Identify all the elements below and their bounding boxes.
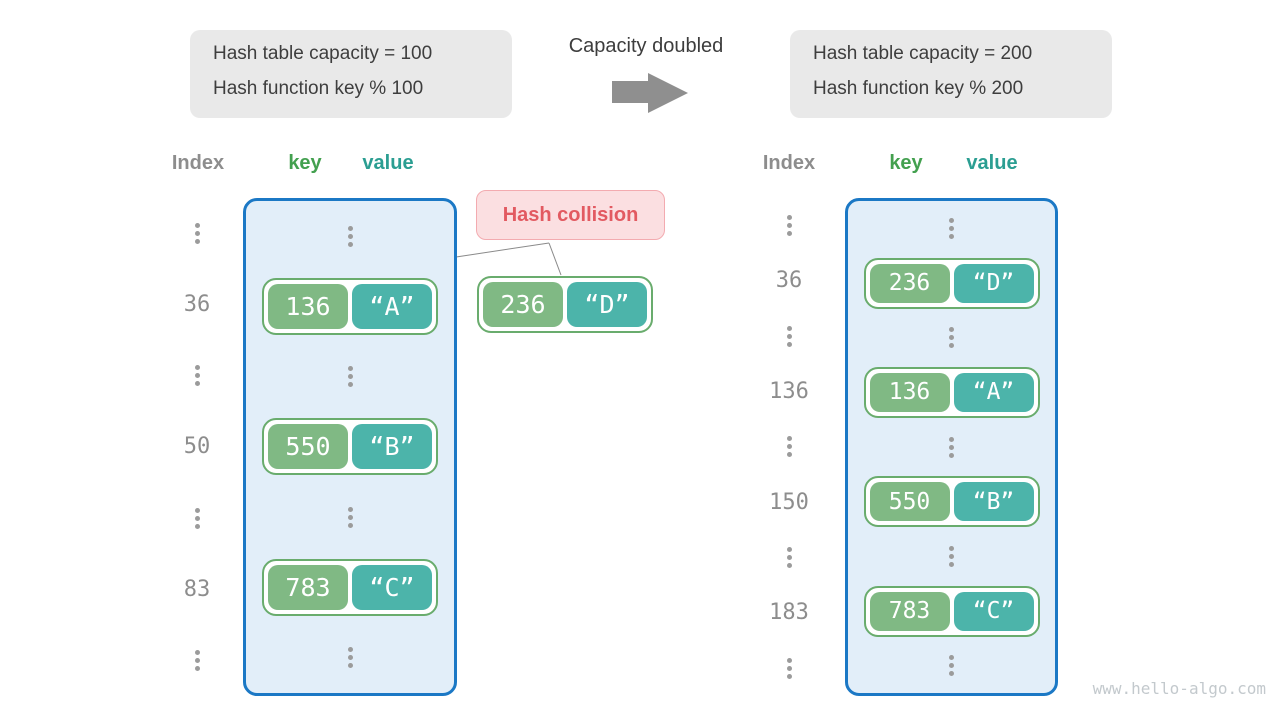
ellipsis-icon [949,217,954,239]
index-ellipsis [747,641,831,696]
ellipsis-icon [786,215,792,237]
index-ellipsis [747,419,831,474]
key-cell: 136 [268,283,348,329]
bucket-ellipsis [848,529,1055,584]
bucket-row: 783 “C” [246,552,454,622]
bucket-row: 236 “D” [848,256,1055,311]
index-ellipsis [155,483,239,554]
key-cell: 550 [869,482,950,522]
value-cell: “A” [352,283,432,329]
bucket-row: 136 “A” [246,271,454,341]
ellipsis-icon [194,507,200,529]
key-cell: 550 [268,424,348,470]
ellipsis-icon [786,657,792,679]
column-header-index-left: Index [171,152,225,174]
ellipsis-icon [194,223,200,245]
value-cell: “C” [352,565,432,611]
kv-pair: 236 “D” [477,276,653,333]
key-cell: 783 [268,565,348,611]
ellipsis-icon [194,649,200,671]
index-label: 83 [183,576,211,602]
bucket-row: 550 “B” [246,412,454,482]
colliding-pair-container: 236 “D” [477,276,653,333]
value-cell: “D” [953,263,1034,303]
hash-function-line: Hash function key % 100 [213,78,424,99]
ellipsis-icon [786,547,792,569]
value-cell: “A” [953,372,1034,412]
index-label: 183 [769,600,809,626]
index-label: 36 [183,292,211,318]
collision-line-right [548,242,562,276]
index-label: 36 [775,268,803,294]
capacity-info-box-before: Hash table capacity = 100 Hash function … [190,30,512,118]
key-cell: 236 [869,263,950,303]
ellipsis-icon [347,647,353,669]
column-header-key-left: key [288,152,322,174]
bucket-ellipsis [848,420,1055,475]
bucket-ellipsis [848,310,1055,365]
bucket-row: 136 “A” [848,365,1055,420]
transition-label: Capacity doubled [568,35,724,57]
column-header-index-right: Index [762,152,816,174]
bucket-ellipsis [246,482,454,552]
index-label: 50 [183,434,211,460]
key-cell: 236 [483,282,563,327]
column-header-value-left: value [362,152,414,174]
ellipsis-icon [347,366,353,388]
kv-pair: 783 “C” [863,585,1040,637]
capacity-line: Hash table capacity = 200 [813,43,1033,64]
hash-table-panel-before: 136 “A” 550 “B” 783 “C” [243,198,457,696]
index-label: 150 [769,489,809,515]
ellipsis-icon [949,655,954,677]
hash-collision-callout: Hash collision [476,190,665,240]
index-column-left: 36 50 83 [155,198,239,696]
watermark: www.hello-algo.com [1092,679,1266,698]
kv-pair: 136 “A” [863,366,1040,418]
key-cell: 136 [869,372,950,412]
column-header-key-right: key [889,152,923,174]
bucket-ellipsis [246,201,454,271]
index-ellipsis [747,309,831,364]
ellipsis-icon [194,365,200,387]
bucket-ellipsis [848,638,1055,693]
hash-function-line: Hash function key % 200 [813,78,1024,99]
capacity-line: Hash table capacity = 100 [213,43,433,64]
kv-pair: 236 “D” [863,257,1040,309]
bucket-row: 550 “B” [848,474,1055,529]
index-ellipsis [155,198,239,269]
bucket-ellipsis [246,623,454,693]
kv-pair: 550 “B” [863,476,1040,528]
capacity-info-box-after: Hash table capacity = 200 Hash function … [790,30,1112,118]
index-ellipsis [747,530,831,585]
kv-pair: 550 “B” [262,418,438,476]
ellipsis-icon [786,436,792,458]
index-ellipsis [155,340,239,411]
kv-pair: 783 “C” [262,559,438,617]
hash-table-panel-after: 236 “D” 136 “A” 550 “B” 783 “C” [845,198,1058,696]
index-ellipsis [747,198,831,253]
kv-pair: 136 “A” [262,277,438,335]
index-label: 136 [769,379,809,405]
index-column-right: 36 136 150 183 [747,198,831,696]
index-ellipsis [155,625,239,696]
ellipsis-icon [347,225,353,247]
bucket-row: 783 “C” [848,584,1055,639]
value-cell: “C” [953,591,1034,631]
value-cell: “B” [352,424,432,470]
key-cell: 783 [869,591,950,631]
value-cell: “B” [953,482,1034,522]
ellipsis-icon [949,327,954,349]
ellipsis-icon [786,325,792,347]
ellipsis-icon [949,436,954,458]
value-cell: “D” [567,282,647,327]
ellipsis-icon [347,506,353,528]
bucket-ellipsis [848,201,1055,256]
ellipsis-icon [949,545,954,567]
column-header-value-right: value [966,152,1018,174]
bucket-ellipsis [246,342,454,412]
right-arrow-icon [612,73,688,113]
